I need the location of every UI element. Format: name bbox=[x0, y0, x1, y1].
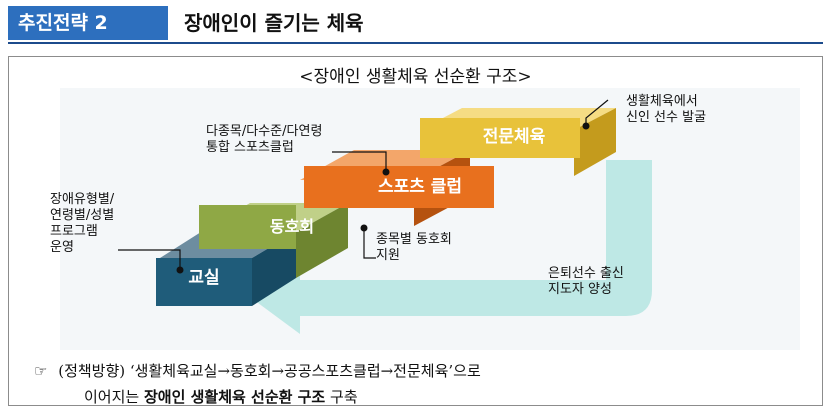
callout-dot-club bbox=[360, 224, 368, 232]
step-club-label: 동호회 bbox=[270, 217, 314, 236]
policy-text-2c: 구축 bbox=[325, 388, 358, 406]
step-classroom bbox=[156, 258, 252, 306]
step-club-side bbox=[296, 203, 348, 278]
step-club bbox=[199, 205, 296, 249]
step-elite bbox=[420, 118, 580, 158]
step-sportsclub-label: 스포츠 클럽 bbox=[378, 177, 462, 197]
step-classroom-side bbox=[252, 232, 296, 306]
cycle-arrow-icon bbox=[250, 160, 652, 334]
strategy-header: 추진전략 2 장애인이 즐기는 체육 bbox=[8, 6, 823, 44]
diagram-title: <장애인 생활체육 선순환 구조> bbox=[299, 67, 532, 87]
callout-club: 종목별 동호회 지원 bbox=[376, 232, 452, 263]
callout-dot-sportsclub bbox=[382, 168, 390, 176]
step-sportsclub bbox=[304, 166, 494, 208]
strategy-badge: 추진전략 2 bbox=[8, 6, 168, 40]
callout-line-classroom bbox=[118, 249, 181, 270]
pointing-hand-icon: ☞ bbox=[34, 362, 48, 380]
callout-dot-elite bbox=[582, 122, 590, 130]
policy-text-2b: 장애인 생활체육 선순환 구조 bbox=[143, 388, 326, 406]
callout-line-club bbox=[363, 228, 376, 259]
step-elite-label: 전문체육 bbox=[483, 127, 546, 147]
policy-text-1: (정책방향) ‘생활체육교실→동호회→공공스포츠클럽→전문체육’으로 bbox=[58, 362, 481, 380]
policy-line-2: 이어지는 장애인 생활체육 선순환 구조 구축 bbox=[84, 386, 358, 407]
callout-line-sportsclub bbox=[332, 151, 387, 172]
step-classroom-label: 교실 bbox=[188, 268, 219, 288]
callout-dot-classroom bbox=[176, 266, 184, 274]
callout-retired: 은퇴선수 출신 지도자 양성 bbox=[548, 266, 624, 297]
policy-line-1: ☞ (정책방향) ‘생활체육교실→동호회→공공스포츠클럽→전문체육’으로 bbox=[34, 360, 823, 381]
callout-classroom: 장애유형별/ 연령별/성별 프로그램 운영 bbox=[50, 192, 115, 255]
policy-text-2a: 이어지는 bbox=[84, 388, 144, 406]
strategy-title: 장애인이 즐기는 체육 bbox=[184, 11, 364, 35]
callout-elite: 생활체육에서 신인 선수 발굴 bbox=[626, 94, 707, 125]
callout-sportsclub: 다종목/다수준/다연령 통합 스포츠클럽 bbox=[206, 124, 323, 155]
